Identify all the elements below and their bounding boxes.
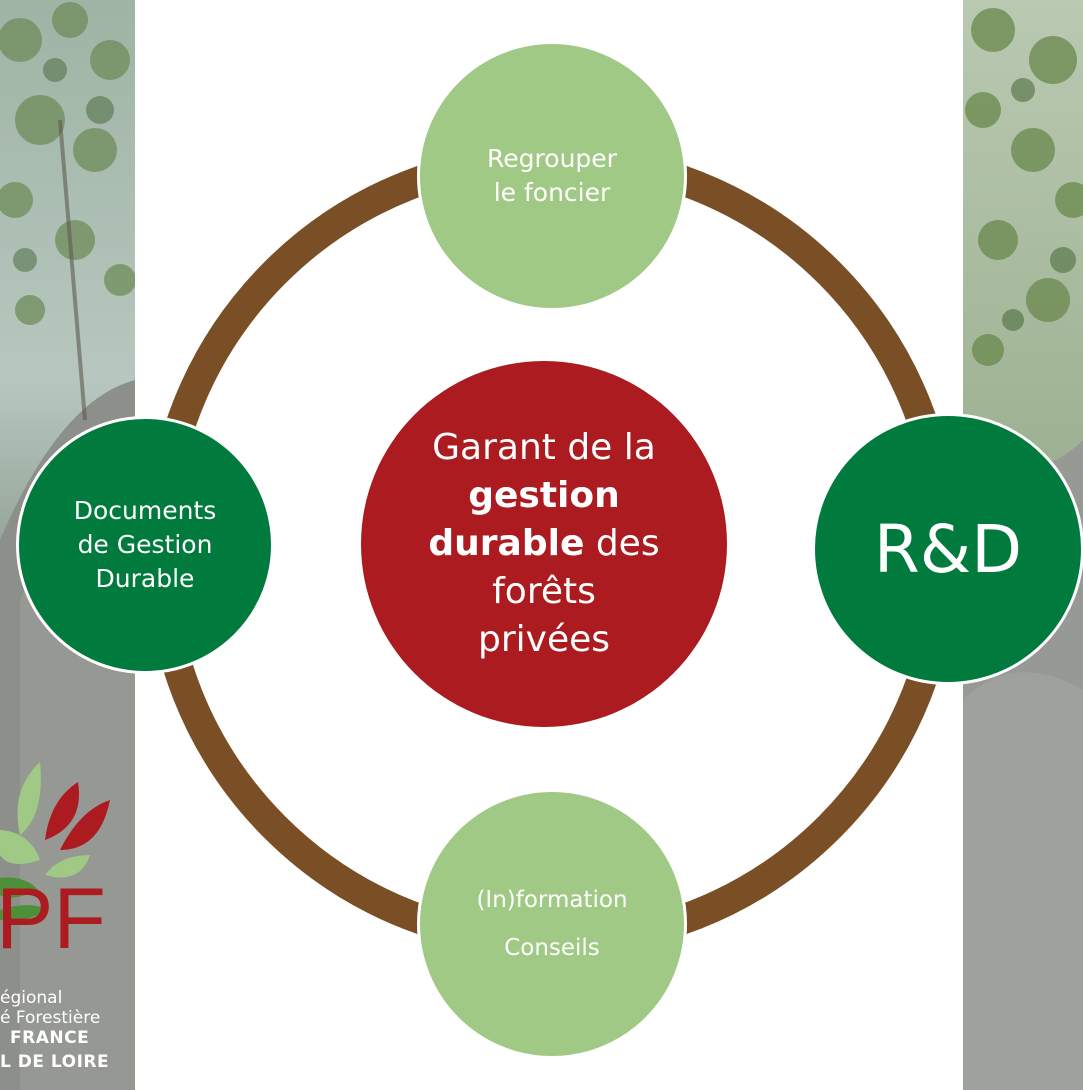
center-bold-1: gestion — [468, 475, 620, 516]
node-regrouper-foncier: Regrouper le foncier — [417, 41, 687, 311]
center-part-2: des — [595, 523, 660, 564]
logo-line-3: FRANCE — [10, 1028, 90, 1048]
center-line-1: Garant de la — [432, 427, 656, 468]
node-documents-gestion: Documents de Gestion Durable — [16, 416, 274, 674]
node-rd: R&D — [812, 413, 1083, 685]
node-left-line-2: de Gestion — [77, 530, 213, 559]
logo-line-2: é Forestière — [0, 1008, 101, 1028]
logo-line-1: égional — [0, 988, 63, 1008]
node-top-line-2: le foncier — [493, 178, 611, 207]
center-text: Garant de la gestion durable des forêts … — [399, 424, 689, 664]
node-center-garant: Garant de la gestion durable des forêts … — [361, 361, 727, 727]
center-line-5: privées — [477, 619, 610, 660]
logo-line-4: L DE LOIRE — [0, 1052, 110, 1072]
center-bold-2: durable — [428, 523, 585, 564]
crpf-logo: PF égional é Forestière FRANCE L DE LOIR… — [0, 760, 135, 1090]
node-left-line-3: Durable — [95, 564, 195, 593]
node-right-label: R&D — [873, 510, 1023, 588]
node-bottom-line-2: Conseils — [504, 935, 600, 961]
logo-letters: PF — [0, 871, 106, 967]
node-information-conseils: (In)formation Conseils — [417, 789, 687, 1059]
node-bottom-line-1: (In)formation — [476, 887, 628, 913]
node-top-line-1: Regrouper — [487, 144, 617, 173]
node-left-line-1: Documents — [73, 496, 217, 525]
logo-emblem — [0, 762, 110, 921]
center-line-4: forêts — [492, 571, 596, 612]
